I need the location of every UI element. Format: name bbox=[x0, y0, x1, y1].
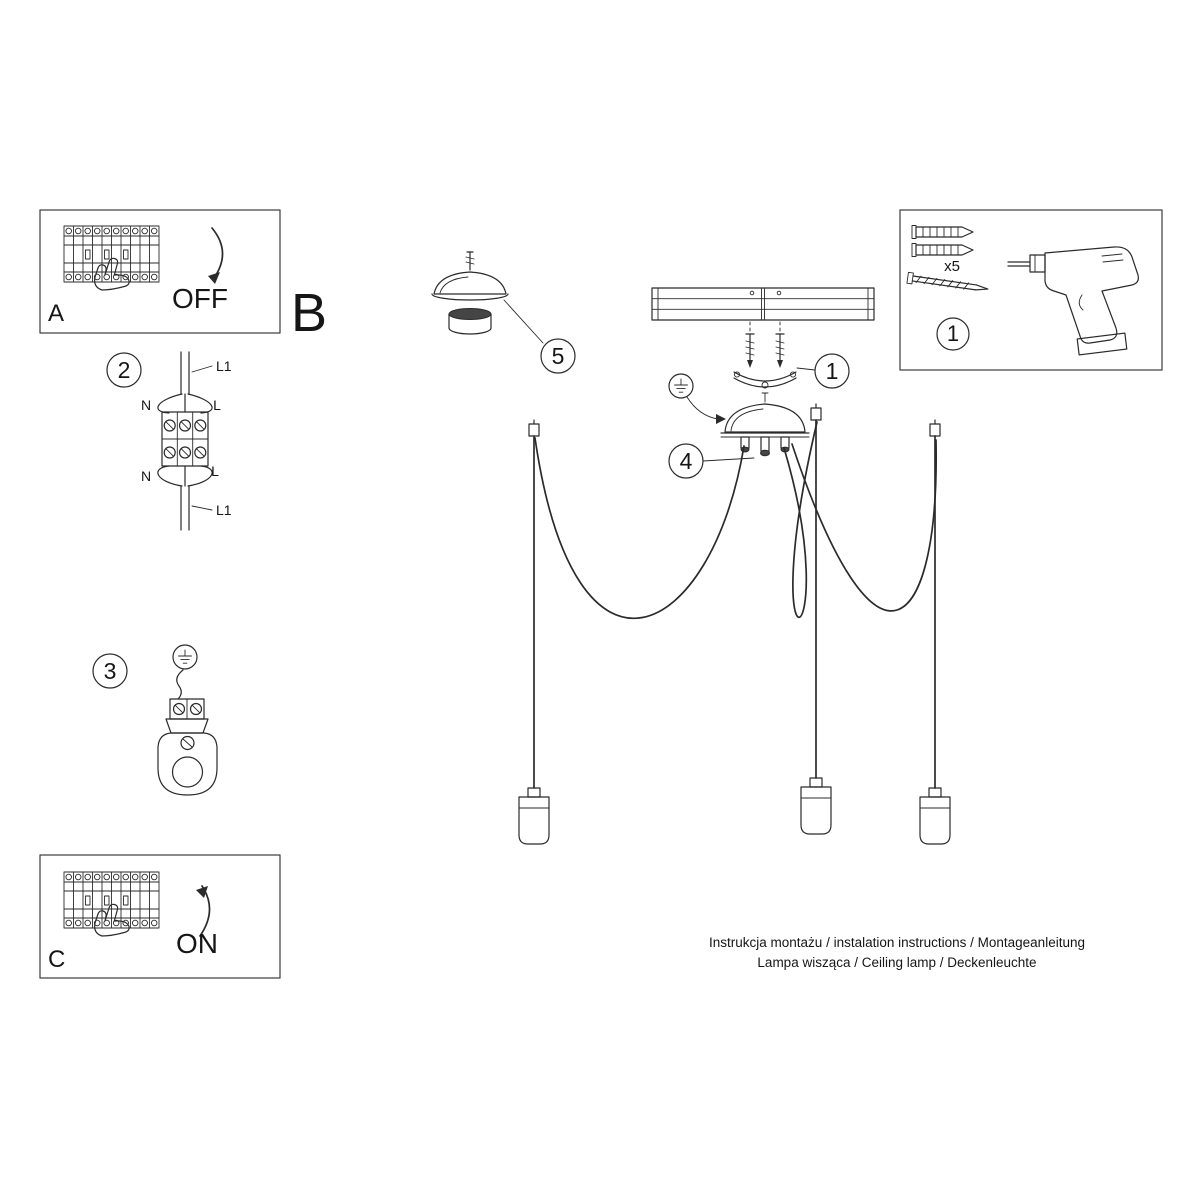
mounting-bar-drawing bbox=[651, 287, 875, 321]
wire-label-n-top: N bbox=[141, 397, 151, 413]
cord-left bbox=[528, 419, 745, 789]
wire-label-l1-bottom: L1 bbox=[216, 502, 232, 518]
panel-letter-a: A bbox=[48, 300, 64, 327]
footer-line-2: Lampa wisząca / Ceiling lamp / Deckenleu… bbox=[757, 955, 1036, 970]
tools-box: x5 1 bbox=[899, 209, 1163, 371]
screw-icon bbox=[906, 271, 989, 291]
step-1-number: 1 bbox=[826, 358, 839, 384]
ground-arrow bbox=[686, 396, 726, 424]
step-2-number: 2 bbox=[118, 357, 131, 383]
lamp-holder-right bbox=[919, 787, 951, 845]
step-3-badge: 3 bbox=[92, 653, 128, 689]
terminal-block-diagram: L1 N L N L L1 bbox=[141, 351, 232, 531]
ground-wire-squiggle bbox=[176, 669, 184, 700]
ceiling-cup-drawing bbox=[431, 251, 544, 344]
step-5-number: 5 bbox=[552, 343, 565, 369]
drill-icon bbox=[1007, 246, 1139, 356]
step-4-number: 4 bbox=[680, 448, 693, 474]
panel-c: ON C bbox=[39, 854, 281, 979]
wire-label-n-bottom: N bbox=[141, 468, 151, 484]
on-arrow-icon bbox=[196, 885, 211, 937]
panel-a: OFF A bbox=[39, 209, 281, 334]
off-label: OFF bbox=[172, 283, 228, 314]
step-2: 2 L1 bbox=[106, 351, 232, 531]
step-5-badge: 5 bbox=[540, 338, 576, 374]
section-letter-b: B bbox=[291, 283, 327, 343]
wire-label-l-top: L bbox=[213, 397, 221, 413]
cord-middle bbox=[783, 403, 822, 779]
tools-badge-number: 1 bbox=[947, 321, 959, 346]
breaker-panel-drawing-c bbox=[63, 871, 160, 929]
step-4-leader-line bbox=[702, 457, 755, 462]
step-3: 3 bbox=[92, 644, 218, 796]
step-2-badge: 2 bbox=[106, 352, 142, 388]
wall-plug-icon-2 bbox=[911, 242, 974, 258]
ground-icon-step4 bbox=[668, 373, 694, 399]
wire-label-l1-top: L1 bbox=[216, 358, 232, 374]
cable-clamp-drawing bbox=[157, 698, 218, 796]
on-label: ON bbox=[176, 928, 218, 959]
anchors-count-label: x5 bbox=[944, 258, 960, 275]
mounting-bracket-drawing bbox=[733, 371, 797, 403]
cord-right bbox=[791, 419, 941, 789]
step-1-leader-line bbox=[796, 367, 816, 371]
footer-line-1: Instrukcja montażu / instalation instruc… bbox=[709, 935, 1085, 950]
mounting-screws-drawing bbox=[745, 321, 785, 368]
step-1-badge: 1 bbox=[814, 353, 850, 389]
canopy-drawing bbox=[720, 403, 810, 457]
lamp-holder-left bbox=[518, 787, 550, 845]
wire-label-l-bottom: L bbox=[211, 463, 219, 479]
panel-letter-c: C bbox=[48, 946, 65, 973]
breaker-panel-drawing-a bbox=[63, 225, 160, 283]
lamp-holder-middle bbox=[800, 777, 832, 835]
tools-badge: 1 bbox=[936, 317, 970, 351]
off-arrow-icon bbox=[208, 227, 224, 284]
step-3-number: 3 bbox=[104, 658, 117, 684]
step-4-badge: 4 bbox=[668, 443, 704, 479]
wall-plug-icon bbox=[911, 224, 974, 240]
ground-icon-step3 bbox=[172, 644, 198, 670]
